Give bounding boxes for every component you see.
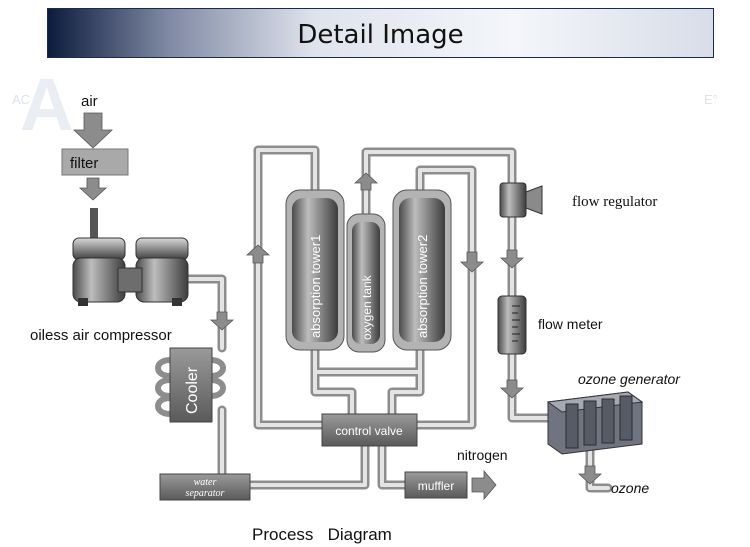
watermark-small-right: E° bbox=[704, 92, 718, 107]
meter-outlet-arrow bbox=[499, 379, 525, 399]
tank-outlet-arrow bbox=[353, 172, 379, 191]
absorption-tower-2 bbox=[392, 189, 452, 351]
oxygen-tank bbox=[346, 213, 386, 353]
diagram-caption: Process Diagram bbox=[252, 525, 392, 544]
pipe-separator-to-valve bbox=[245, 440, 370, 490]
cooler bbox=[155, 347, 226, 423]
nitrogen-outlet-arrow bbox=[471, 469, 497, 501]
pipe-tower2-bottom bbox=[387, 337, 425, 419]
label-oxygen-tank: oxygen tank bbox=[360, 274, 374, 340]
air-inlet-arrow bbox=[72, 112, 114, 149]
label-water-separator-line2: separator bbox=[186, 488, 225, 499]
label-air: air bbox=[81, 93, 98, 110]
pipe-meter-to-generator bbox=[507, 347, 557, 423]
label-flow-regulator: flow regulator bbox=[572, 194, 657, 210]
right-loop-arrow bbox=[459, 251, 485, 273]
watermark-small-left: AC bbox=[12, 92, 31, 107]
generator-outlet-arrow bbox=[577, 465, 603, 485]
label-muffler: muffler bbox=[418, 479, 454, 493]
label-water-separator-line1: water bbox=[194, 477, 217, 488]
left-loop-arrow bbox=[245, 244, 271, 264]
label-absorption-tower-1: absorption tower1 bbox=[308, 235, 323, 338]
pipes bbox=[175, 145, 613, 493]
label-nitrogen: nitrogen bbox=[457, 447, 508, 463]
filter-outlet-arrow bbox=[78, 177, 108, 201]
absorption-tower-1 bbox=[285, 189, 345, 351]
control-valve bbox=[321, 413, 418, 447]
cooler-inlet-arrow bbox=[209, 311, 235, 331]
pipe-tower1-bottom bbox=[310, 337, 357, 419]
label-ozone-generator: ozone generator bbox=[578, 371, 681, 387]
label-control-valve: control valve bbox=[335, 424, 403, 438]
page-title: Detail Image bbox=[297, 20, 464, 50]
label-compressor: oiless air compressor bbox=[30, 327, 172, 344]
muffler bbox=[404, 471, 468, 499]
compressor bbox=[72, 208, 189, 306]
flow-arrows bbox=[72, 112, 603, 501]
filter bbox=[61, 148, 129, 176]
label-absorption-tower-2: absorption tower2 bbox=[415, 235, 430, 338]
watermark-left: A bbox=[20, 63, 80, 146]
regulator-outlet-arrow bbox=[499, 249, 525, 269]
header-banner: Detail Image bbox=[47, 8, 714, 58]
label-cooler: Cooler bbox=[184, 366, 201, 414]
ozone-generator bbox=[546, 391, 644, 455]
flow-meter bbox=[497, 295, 527, 355]
label-ozone: ozone bbox=[611, 480, 649, 496]
water-separator bbox=[159, 473, 251, 501]
flow-regulator bbox=[499, 182, 543, 218]
pipe-valve-to-muffler bbox=[377, 440, 410, 490]
label-flow-meter: flow meter bbox=[538, 316, 603, 332]
label-filter: filter bbox=[70, 155, 98, 172]
